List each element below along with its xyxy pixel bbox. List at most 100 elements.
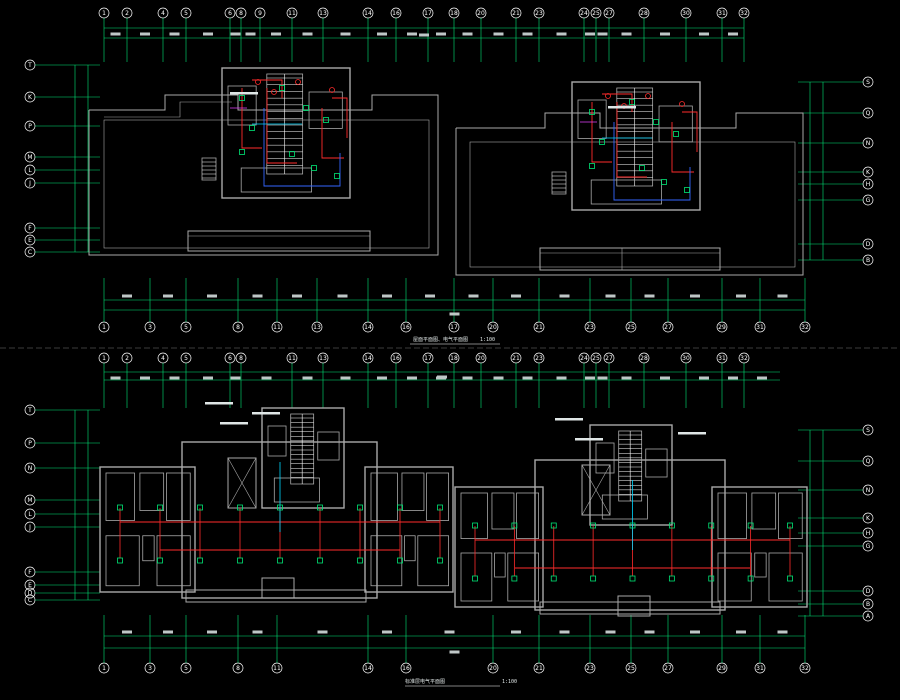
top-left-device-symbol xyxy=(323,117,329,123)
annotation-text xyxy=(575,438,603,441)
bottom-r-device-symbol xyxy=(747,522,754,529)
bottom-top-dim-text xyxy=(230,376,241,380)
bottom-top-axis-14-label: 14 xyxy=(364,355,372,362)
top-bottom-dim-text xyxy=(605,294,616,298)
bottom-bottom-axis-32-label: 32 xyxy=(801,665,809,672)
bottom-top-axis-32-label: 32 xyxy=(740,355,748,362)
bottom-l-device-symbol xyxy=(397,504,403,511)
bottom-r-device-symbol xyxy=(708,522,715,529)
bottom-l-device-symbol xyxy=(117,504,123,511)
bottom-r-elev-x2 xyxy=(581,464,611,516)
top-bottom-total-dim xyxy=(449,312,460,316)
top-bottom-axis-32-label: 32 xyxy=(801,324,809,331)
bottom-top-axis-27-label: 27 xyxy=(605,355,613,362)
top-bottom-axis-5-label: 5 xyxy=(184,324,188,331)
bottom-l-device-symbol xyxy=(317,557,323,564)
bottom-l-unit-d-room xyxy=(404,535,416,562)
top-top-dim-text xyxy=(140,32,150,36)
annotation-text xyxy=(220,422,248,425)
bottom-left-axis-N-label: N xyxy=(28,465,33,472)
top-top-axis-5-label: 5 xyxy=(184,10,188,17)
top-left-lamp-symbol xyxy=(271,89,277,95)
bottom-top-dim-text xyxy=(340,376,351,380)
top-bottom-dim-text xyxy=(736,294,746,298)
bottom-r-core-room-b xyxy=(645,448,668,478)
bottom-l-unit-d-room xyxy=(417,535,449,587)
top-left-wire xyxy=(266,88,297,164)
bottom-l-entry xyxy=(261,577,295,599)
bottom-plan-title: 标准层电气平面图 xyxy=(405,678,445,685)
top-top-dim-text xyxy=(585,32,595,36)
bottom-bottom-dim-text xyxy=(644,630,655,634)
bottom-bottom-dim-text xyxy=(317,630,328,634)
bottom-bottom-dim-text xyxy=(690,630,700,634)
top-bottom-axis-14-label: 14 xyxy=(364,324,372,331)
top-left-wire xyxy=(332,97,348,138)
bottom-l-device-symbol xyxy=(277,557,283,564)
bottom-l-unit-d-room xyxy=(370,535,403,587)
top-bottom-axis-27-label: 27 xyxy=(664,324,672,331)
top-top-axis-11-label: 11 xyxy=(288,10,296,17)
top-top-dim-text xyxy=(230,32,241,36)
annotation-text xyxy=(252,412,280,415)
top-top-axis-13-label: 13 xyxy=(319,10,327,17)
bottom-bottom-axis-11-label: 11 xyxy=(273,665,281,672)
top-top-axis-28-label: 28 xyxy=(640,10,648,17)
bottom-l-device-symbol xyxy=(437,557,443,564)
bottom-top-axis-30-label: 30 xyxy=(682,355,690,362)
top-bottom-dim-text xyxy=(425,294,435,298)
bottom-bottom-axis-3-label: 3 xyxy=(148,665,152,672)
top-bottom-axis-8-label: 8 xyxy=(236,324,240,331)
bottom-right-axis-B-label: B xyxy=(866,601,870,608)
top-top-dim-text xyxy=(556,32,567,36)
top-bottom-axis-25-label: 25 xyxy=(627,324,635,331)
annotation-text xyxy=(205,402,233,405)
top-bottom-dim-text xyxy=(644,294,655,298)
top-top-axis-4-label: 4 xyxy=(161,10,165,17)
bottom-left-axis-D-label: D xyxy=(28,590,33,597)
top-right-axis-K-label: K xyxy=(866,169,871,176)
top-left-lamp-symbol xyxy=(329,87,335,93)
top-top-total-dim xyxy=(419,33,429,37)
top-left-axis-C-label: C xyxy=(28,249,32,256)
top-top-dim-text xyxy=(621,32,632,36)
bottom-right-axis-D-label: D xyxy=(866,588,871,595)
top-right-axis-D-label: D xyxy=(866,241,871,248)
top-left-wire xyxy=(241,88,262,149)
bottom-r-device-symbol xyxy=(629,575,636,582)
bottom-r-device-symbol xyxy=(787,575,793,582)
bottom-top-axis-6-label: 6 xyxy=(228,355,232,362)
bottom-l-unit-d-room xyxy=(370,472,398,521)
top-right-room-c xyxy=(590,179,663,205)
top-left-device-symbol xyxy=(279,85,285,91)
top-bottom-axis-23-label: 23 xyxy=(586,324,594,331)
wall-layer xyxy=(88,67,808,617)
annotation-layer xyxy=(110,32,788,654)
annotation-text xyxy=(555,418,583,421)
top-top-axis-14-label: 14 xyxy=(364,10,372,17)
bottom-l-mid xyxy=(181,441,378,599)
top-plan-scale: 1:100 xyxy=(480,337,495,343)
bottom-l-unit-a-room xyxy=(156,535,191,587)
top-left-wire xyxy=(252,79,283,98)
bottom-l-device-symbol xyxy=(197,504,203,511)
top-top-axis-32-label: 32 xyxy=(740,10,748,17)
bottom-bottom-axis-31-label: 31 xyxy=(756,665,764,672)
top-left-device-symbol xyxy=(239,95,245,101)
top-bottom-dim-text xyxy=(511,294,521,298)
top-left-lamp-symbol xyxy=(255,79,261,85)
bottom-bottom-axis-8-label: 8 xyxy=(236,665,240,672)
bottom-bottom-dim-text xyxy=(444,630,455,634)
top-bottom-axis-21-label: 21 xyxy=(535,324,543,331)
bottom-top-axis-16-label: 16 xyxy=(392,355,400,362)
top-bottom-dim-text xyxy=(468,294,479,298)
top-right-wire xyxy=(591,102,612,163)
bottom-l-core-room-c xyxy=(273,477,320,503)
top-top-dim-text xyxy=(597,32,608,36)
bottom-top-axis-25-label: 25 xyxy=(592,355,600,362)
top-bottom-dim-text xyxy=(252,294,263,298)
top-top-axis-6-label: 6 xyxy=(228,10,232,17)
top-right-device-symbol xyxy=(589,109,595,115)
top-left-device-symbol xyxy=(303,105,309,111)
